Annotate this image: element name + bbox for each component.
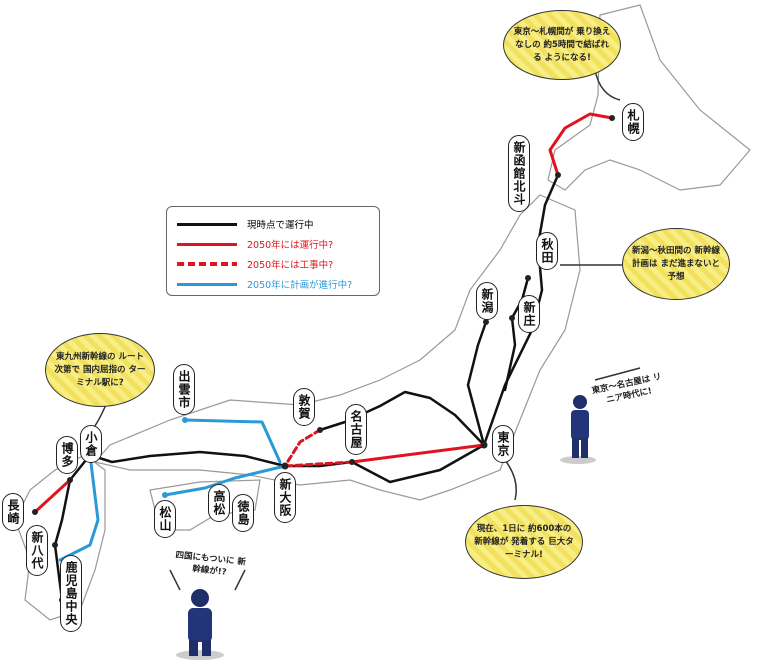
line-dashed-tsuruga (283, 428, 322, 468)
legend-item-planned-2050: 2050年に計画が進行中? (177, 277, 352, 291)
honshu (93, 194, 581, 501)
line-red-hokkaido (548, 112, 614, 177)
station-shinjo: 新庄 (518, 295, 540, 333)
kyushu (14, 454, 106, 621)
line-current-kyushu (53, 478, 72, 602)
station-hakata: 博多 (56, 436, 78, 474)
station-izumoshi: 出雲市 (173, 364, 195, 415)
legend: 現時点で運行中 2050年には運行中? 2050年には工事中? 2050年に計画… (166, 206, 380, 296)
station-shin-yatsushiro: 新八代 (26, 525, 48, 576)
legend-item-construction-2050: 2050年には工事中? (177, 257, 333, 271)
legend-item-current: 現時点で運行中 (177, 217, 314, 231)
station-tsuruga: 敦賀 (293, 388, 315, 426)
station-kagoshima-chuo: 鹿児島中央 (60, 555, 82, 632)
station-shin-hakodate-hokuto: 新函館北斗 (508, 135, 530, 212)
line-dashed-maglev (283, 460, 354, 468)
line-current-tokaido (283, 443, 486, 484)
station-matsuyama: 松山 (154, 500, 176, 538)
line-blue-sanin (183, 418, 282, 464)
station-akita: 秋田 (536, 232, 558, 270)
hokkaido (547, 4, 751, 191)
station-kokura: 小倉 (80, 425, 102, 463)
station-shin-osaka: 新大阪 (274, 472, 296, 523)
station-tokyo: 東京 (492, 425, 514, 463)
land (14, 4, 751, 621)
line-blue-higashikyushu (58, 453, 100, 562)
station-nagoya: 名古屋 (345, 404, 367, 455)
station-staff-shikoku (176, 589, 224, 660)
bubble-akita: 新潟～秋田間の 新幹線計画は まだ進まないと予想 (622, 228, 730, 300)
legend-label: 2050年には工事中? (247, 260, 334, 271)
legend-label: 2050年には運行中? (247, 240, 334, 251)
bubble-sapporo: 東京～札幌間が 乗り換えなしの 約5時間で結ばれる ようになる! (503, 10, 621, 80)
line-red-maglev (350, 443, 486, 464)
bubble-kyushu: 東九州新幹線の ルート次第で 国内屈指の ターミナル駅に? (45, 333, 155, 407)
legend-label: 現時点で運行中 (247, 220, 314, 231)
station-tokushima: 徳島 (232, 494, 254, 532)
station-staff-tokyo (560, 395, 596, 464)
line-current-joetsu (466, 320, 488, 447)
station-nagasaki: 長崎 (2, 493, 24, 531)
station-staff-figures (176, 395, 596, 660)
station-dots (32, 115, 615, 603)
station-takamatsu: 高松 (208, 484, 230, 522)
legend-item-operating-2050: 2050年には運行中? (177, 237, 333, 251)
legend-label: 2050年に計画が進行中? (247, 280, 353, 291)
line-blue-shikoku (163, 464, 287, 497)
bubble-tokyo: 現在、1日に 約600本の新幹線が 発着する 巨大ターミナル! (465, 505, 583, 579)
station-niigata: 新潟 (476, 282, 498, 320)
station-sapporo: 札幌 (622, 103, 644, 141)
line-red-nagasaki (33, 478, 72, 514)
